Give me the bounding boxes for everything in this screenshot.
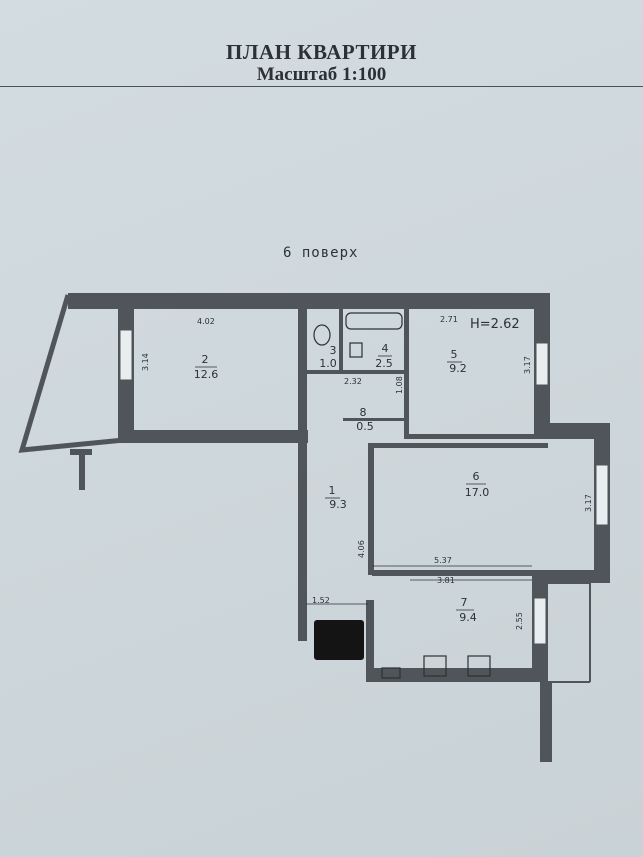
window-room5 [535,342,549,386]
dim-room7-depth: 2.55 [515,612,524,630]
wall-step [534,423,610,439]
wall-room2-right [298,309,307,443]
wall-entry [298,603,307,641]
dim-room6-width: 5.37 [434,556,452,565]
wall-room2-bottom [118,430,308,443]
room-4-number: 4 [382,342,389,355]
wall-top [68,293,550,309]
stove-icon [467,655,491,677]
room-8-area: 0.5 [356,420,374,433]
dim-room7-width: 3.81 [437,576,455,585]
dim-room5-width: 2.71 [440,315,458,324]
window-room6 [595,464,609,526]
room-1-number: 1 [329,484,336,497]
header-rule [0,86,643,87]
wall-bath-bottom [307,370,407,374]
room-1-area: 9.3 [329,498,347,511]
wall-room6-top [368,443,548,448]
dim-corridor-length: 4.06 [357,540,366,558]
dim-entry-width: 1.52 [312,596,330,605]
room-6-area: 17.0 [465,486,490,499]
room-4-area: 2.5 [375,357,393,370]
dim-room2-width: 4.02 [197,317,215,326]
dim-room2-depth: 3.14 [141,353,150,371]
dim-room5-depth: 3.17 [523,356,532,374]
wall-bath-right [404,309,409,439]
plan-title: ПЛАН КВАРТИРИ [226,40,417,64]
wall-room6-room7 [372,570,548,576]
dim-bath-depth: 1.08 [395,376,404,394]
balcony-outline [18,294,125,453]
sink-kitchen-icon [423,655,447,677]
sink-icon [349,342,363,358]
room-7-area: 9.4 [459,611,477,624]
bathtub-icon [345,312,403,330]
room-7-number: 7 [461,596,468,609]
room-2-number: 2 [202,353,209,366]
wall-room6-left [368,445,374,575]
wall-leg [540,682,552,762]
room-3-number: 3 [330,344,337,357]
room-5-area: 9.2 [449,362,467,375]
vent-icon [381,667,401,679]
wall-corridor-left [298,443,307,613]
wall-room6-bottom-right [546,570,610,583]
ceiling-height: Н=2.62 [470,317,520,332]
room-2-area: 12.6 [194,368,219,381]
window-room2 [119,329,133,381]
wall-room7-left [366,600,374,682]
room-8-number: 8 [360,406,367,419]
window-room7 [533,597,547,645]
room-5-number: 5 [451,348,458,361]
dim-room6-depth: 3.17 [584,494,593,512]
wall-wc-right [339,309,343,372]
wall-closet8 [343,418,405,421]
redaction-block [314,620,364,660]
floor-label: 6 поверх [283,245,359,261]
wall-room5-bottom [404,434,544,439]
wall-room7-bottom [370,668,548,682]
room-3-area: 1.0 [319,357,337,370]
plan-scale: Масштаб 1:100 [256,64,387,85]
toilet-icon [313,324,331,346]
dim-bath-width: 2.32 [344,377,362,386]
room-6-number: 6 [473,470,480,483]
